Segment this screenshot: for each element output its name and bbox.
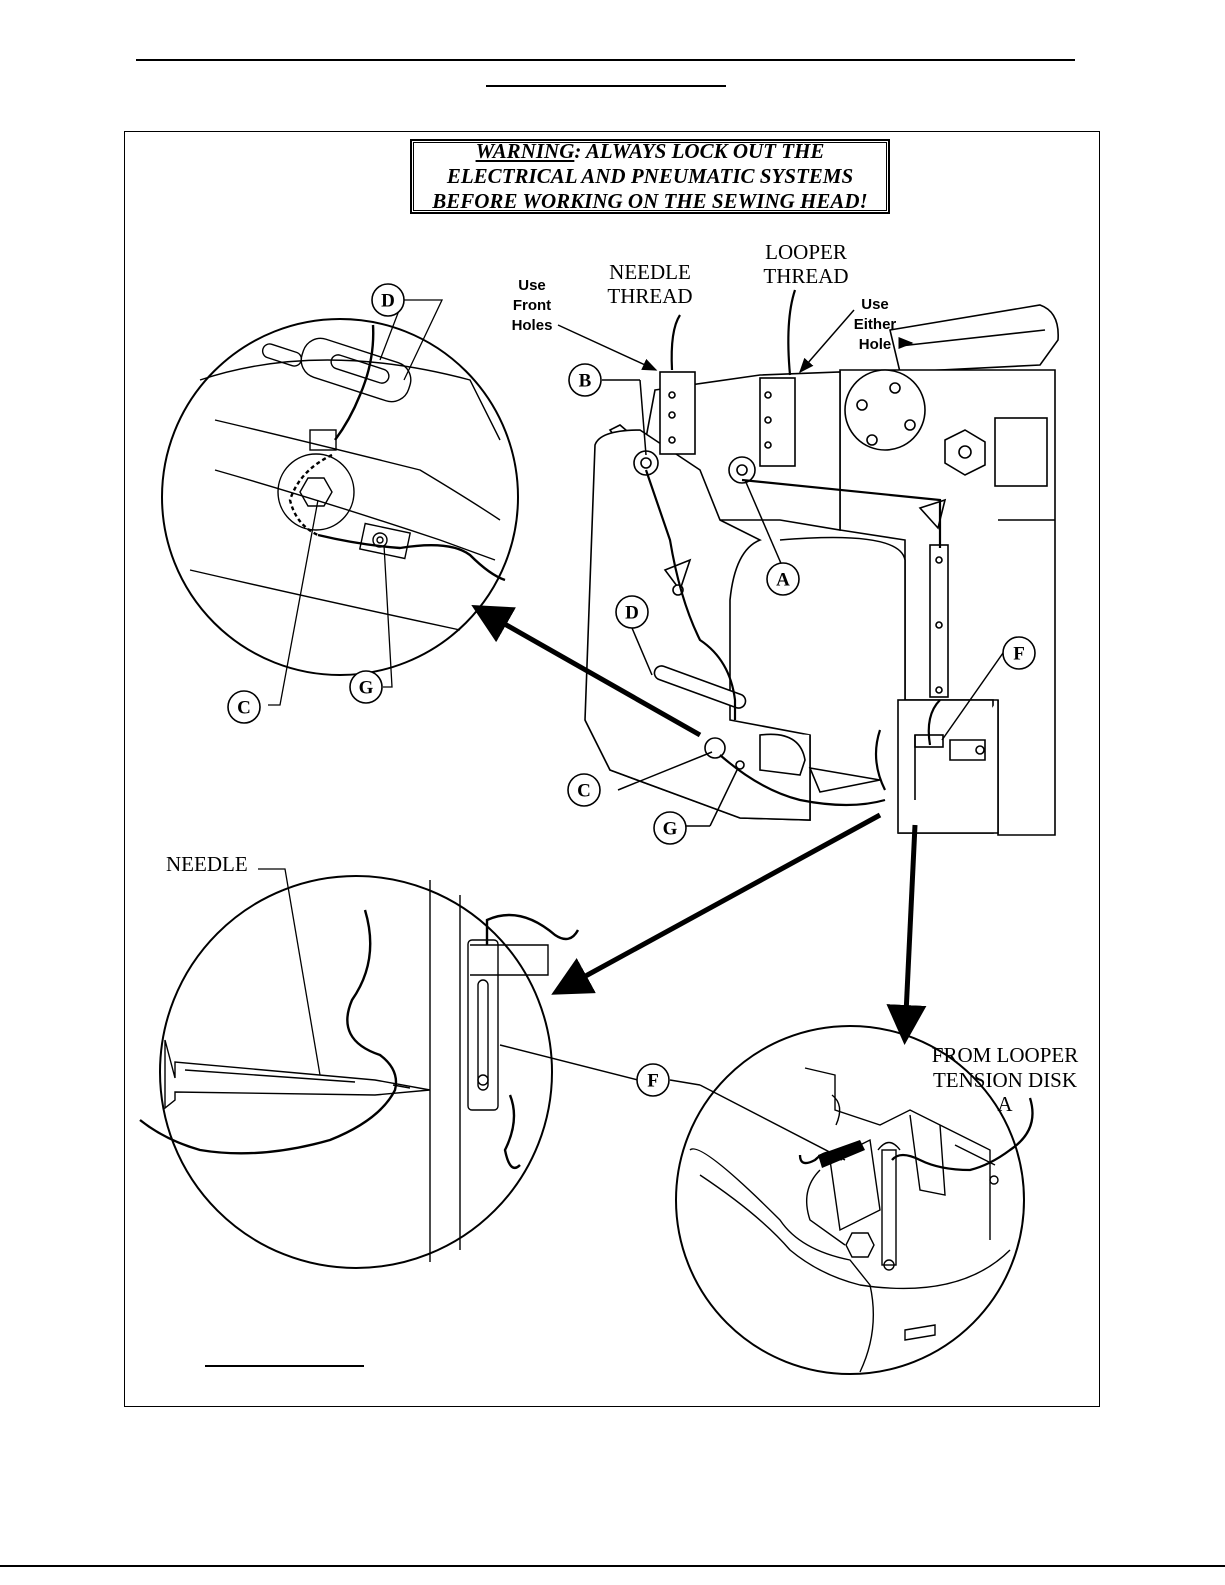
callout-g-left-text: G: [359, 678, 374, 699]
use-front-holes-1: Use: [518, 277, 546, 294]
callout-a-text: A: [776, 570, 790, 591]
from-looper-label-1: FROM LOOPER: [932, 1043, 1078, 1067]
inset-needle: [140, 869, 578, 1268]
needle-label: NEEDLE: [166, 852, 248, 876]
callout-c-head-text: C: [577, 781, 591, 802]
callout-b-text: B: [579, 371, 592, 392]
sewing-head-illustration: [585, 305, 1058, 835]
use-front-holes-2: Front: [513, 297, 551, 314]
callout-c-left-text: C: [237, 698, 251, 719]
callout-d-top-text: D: [381, 291, 395, 312]
callout-d-head-text: D: [625, 603, 639, 624]
needle-thread-label-1: NEEDLE: [609, 260, 691, 284]
callout-f-inset-text: F: [647, 1071, 659, 1092]
inset-top-left: [162, 300, 518, 705]
use-either-hole-1: Use: [861, 296, 889, 313]
use-either-hole-2: Either: [854, 316, 897, 333]
use-front-holes-3: Holes: [512, 317, 553, 334]
callout-g-head-text: G: [663, 819, 678, 840]
from-looper-label-3: A: [997, 1092, 1013, 1116]
use-either-hole-3: Hole: [859, 336, 892, 353]
from-looper-label-2: TENSION DISK: [933, 1068, 1077, 1092]
looper-thread-label-2: THREAD: [763, 264, 848, 288]
callout-f-head-text: F: [1013, 644, 1025, 665]
needle-thread-label-2: THREAD: [607, 284, 692, 308]
looper-thread-label-1: LOOPER: [765, 240, 847, 264]
